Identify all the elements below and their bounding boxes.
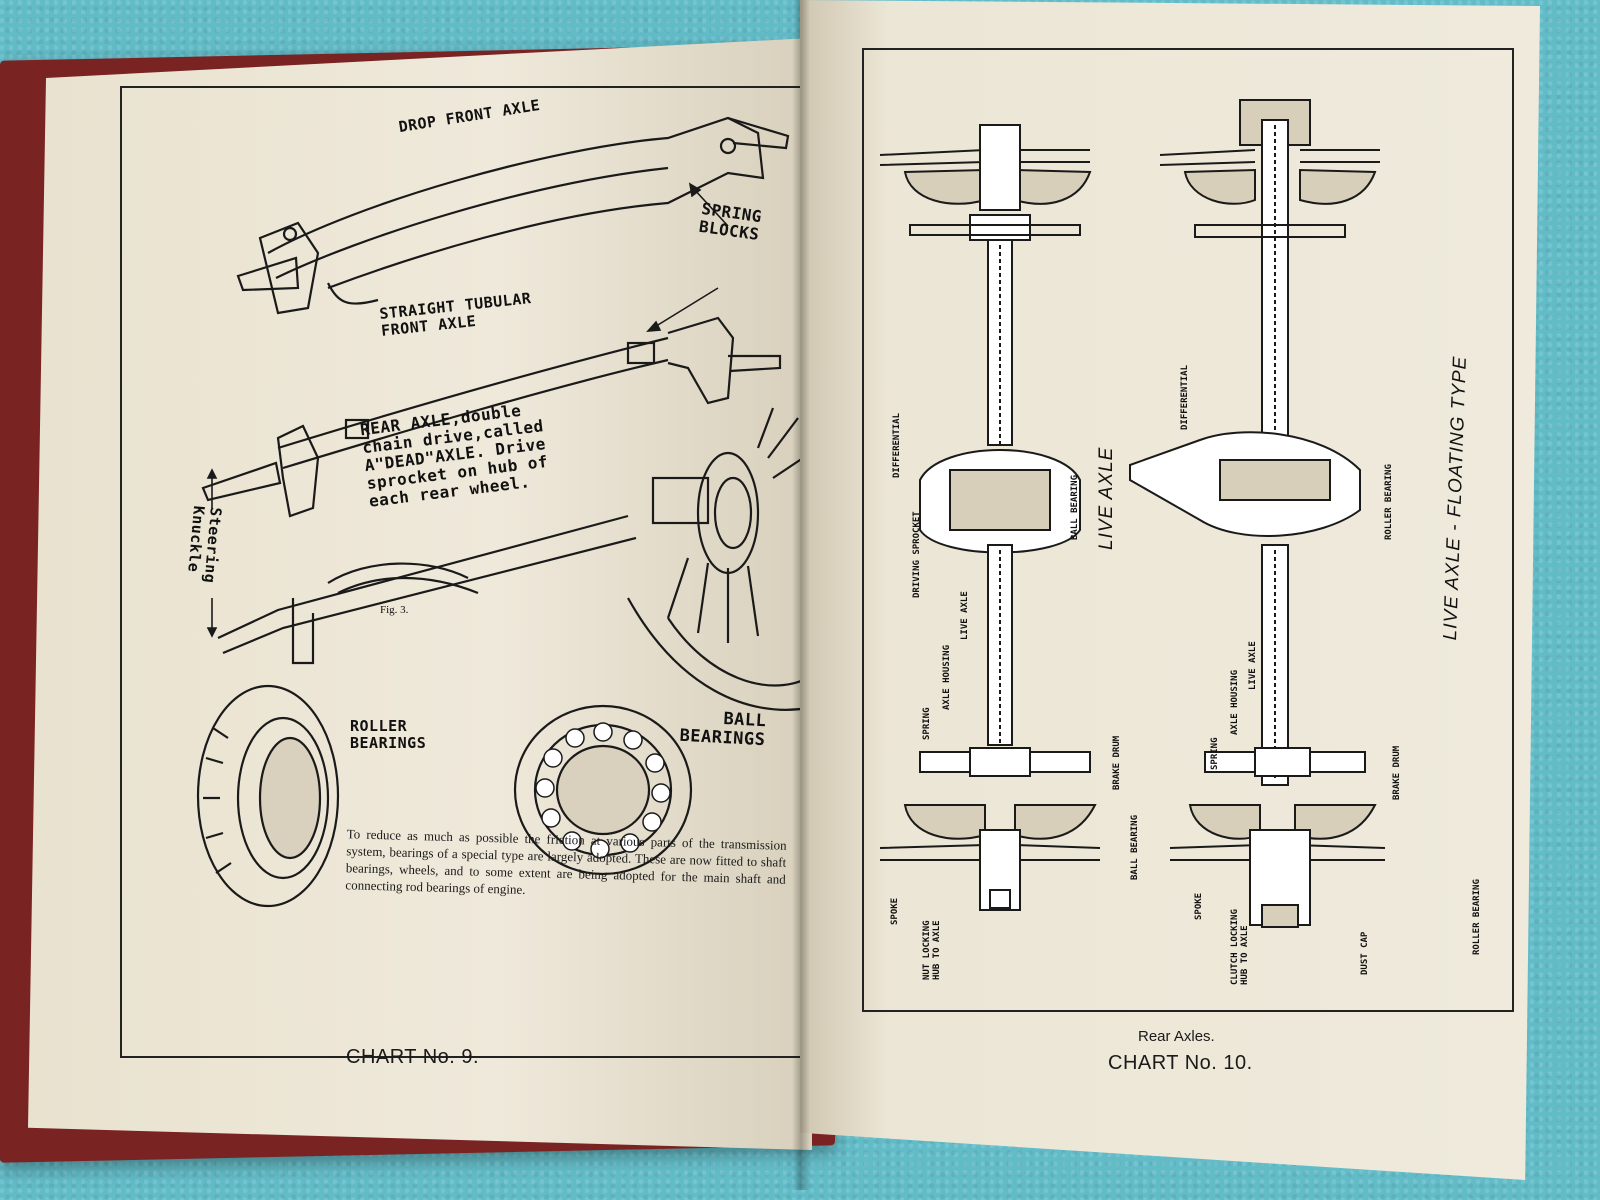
floating-axle-spring-label: SPRING	[1210, 737, 1220, 770]
left-page: DROP FRONT AXLE SPRING BLOCKS STRAIGHT T…	[28, 38, 812, 1150]
right-illustration-frame	[862, 48, 1514, 1012]
floating-axle-differential-label: DIFFERENTIAL	[1180, 364, 1190, 430]
live-axle-ball-bearing-bottom-label: BALL BEARING	[1130, 814, 1140, 880]
rear-axles-caption: Rear Axles.	[1138, 1028, 1215, 1045]
live-axle-axle-housing-label: AXLE HOUSING	[942, 644, 952, 710]
floating-axle-live-axle-label: LIVE AXLE	[1248, 641, 1258, 690]
live-axle-ball-bearing-top-label: BALL BEARING	[1070, 474, 1080, 540]
floating-axle-roller-bearing-top-label: ROLLER BEARING	[1384, 464, 1394, 540]
live-axle-nut-label: NUT LOCKING HUB TO AXLE	[922, 920, 942, 980]
rear-axle-chain-drive-drawing	[217, 407, 809, 711]
floating-axle-diagram	[1129, 99, 1386, 928]
floating-axle-clutch-label: CLUTCH LOCKING HUB TO AXLE	[1230, 909, 1250, 985]
book-gutter	[792, 0, 810, 1190]
spring-block-arrows	[646, 182, 729, 332]
live-axle-brake-drum-label: BRAKE DRUM	[1112, 735, 1122, 790]
drop-front-axle-drawing	[236, 116, 790, 315]
roller-bearing-drawing	[196, 684, 340, 908]
live-axle-spring-label: SPRING	[922, 707, 932, 740]
figure-number: Fig. 3.	[380, 604, 409, 616]
live-axle-diagram	[879, 124, 1101, 911]
live-axle-spoke-label: SPOKE	[890, 897, 900, 925]
roller-bearings-label: ROLLER BEARINGS	[350, 717, 427, 752]
ball-bearings-label: BALL BEARINGS	[679, 709, 767, 751]
floating-axle-dust-cap-label: DUST CAP	[1360, 931, 1370, 975]
live-axle-live-axle-label: LIVE AXLE	[960, 591, 970, 640]
live-axle-differential-label: DIFFERENTIAL	[892, 412, 902, 478]
right-page: DIFFERENTIAL DRIVING SPROCKET BALL BEARI…	[800, 0, 1540, 1180]
steering-knuckle-arrows	[206, 468, 218, 638]
steering-knuckle-label: Steering Knuckle	[184, 505, 225, 585]
floating-axle-brake-drum-label: BRAKE DRUM	[1392, 745, 1402, 800]
straight-tubular-axle-drawing	[201, 316, 782, 518]
floating-axle-axle-housing-label: AXLE HOUSING	[1230, 669, 1240, 735]
left-illustrations	[196, 116, 809, 908]
live-axle-title: LIVE AXLE	[1096, 446, 1117, 550]
chart-number-9: CHART No. 9.	[346, 1046, 480, 1068]
ball-bearing-drawing	[513, 704, 693, 876]
bearings-paragraph: To reduce as much as possible the fricti…	[345, 826, 787, 897]
chart-number-10: CHART No. 10.	[1108, 1052, 1253, 1074]
right-illustrations	[879, 99, 1386, 928]
live-axle-driving-sprocket-label: DRIVING SPROCKET	[912, 511, 922, 598]
floating-axle-roller-bearing-bottom-label: ROLLER BEARING	[1472, 879, 1482, 955]
floating-axle-spoke-label: SPOKE	[1194, 892, 1204, 920]
